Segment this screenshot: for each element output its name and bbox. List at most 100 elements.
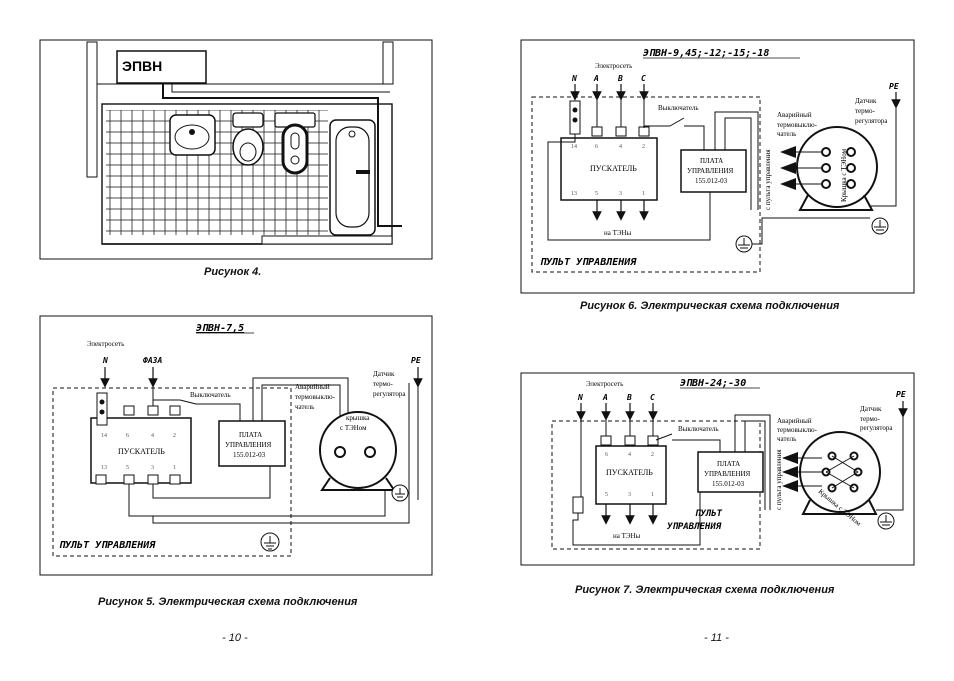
svg-text:A: A [593,74,599,83]
svg-text:Датчик: Датчик [855,97,877,105]
fig5-panel-label: ПУЛЬТ УПРАВЛЕНИЯ [59,540,156,551]
fig5-heater-cover [319,411,397,489]
svg-text:ПЛАТА: ПЛАТА [239,431,262,439]
svg-text:5: 5 [595,191,598,197]
svg-text:155.012-03: 155.012-03 [233,451,266,459]
fig5-n: N [102,356,108,365]
svg-text:термовыклю-: термовыклю- [777,121,818,129]
svg-text:6: 6 [595,144,598,150]
svg-text:Крышка с ТЭНом: Крышка с ТЭНом [840,148,848,202]
svg-text:C: C [641,74,646,83]
fig7-starter [595,445,667,505]
svg-text:4: 4 [628,452,631,458]
fig5-starter-label: ПУСКАТЕЛЬ [118,447,165,456]
svg-text:регулятора: регулятора [860,424,893,432]
fig5-mains: Электросеть [87,340,124,348]
svg-text:с пульта управления: с пульта управления [775,449,783,510]
svg-text:5: 5 [605,492,608,498]
svg-text:B: B [617,74,623,83]
svg-text:3: 3 [619,191,622,197]
svg-text:1: 1 [173,465,176,471]
svg-text:УПРАВЛЕНИЯ: УПРАВЛЕНИЯ [687,167,734,175]
svg-text:крышка: крышка [346,414,370,422]
svg-text:N: N [577,393,583,402]
svg-text:1: 1 [651,492,654,498]
fig7-control-board [697,451,764,493]
fig6-control-board [680,149,747,193]
fig5-control-board [218,420,286,467]
water-heater-box [116,50,207,84]
svg-text:6: 6 [126,433,129,439]
svg-text:ПЛАТА: ПЛАТА [717,460,740,468]
figure5-wiring-diagram: ЭПВН-7,5 Электросеть N ФАЗА PE ПУЛЬТ УПР… [39,315,433,576]
svg-text:ПУСКАТЕЛЬ: ПУСКАТЕЛЬ [606,468,653,477]
fig5-control-panel-area [52,387,292,557]
figure5-caption: Рисунок 5. Электрическая схема подключен… [98,596,358,608]
svg-text:Электросеть: Электросеть [595,62,632,70]
svg-text:с ТЭНом: с ТЭНом [340,424,367,432]
figure4-caption: Рисунок 4. [204,266,262,278]
svg-text:УПРАВЛЕНИЯ: УПРАВЛЕНИЯ [667,522,722,532]
svg-text:с пульта управления: с пульта управления [764,149,772,210]
fig6-control-panel-area [531,96,761,273]
svg-text:1: 1 [642,191,645,197]
svg-text:чатель: чатель [295,403,314,411]
page-number-left: - 10 - [222,632,248,644]
svg-text:термо-: термо- [373,380,393,388]
svg-text:Выключатель: Выключатель [678,425,719,433]
svg-text:чатель: чатель [777,435,796,443]
svg-text:ПУСКАТЕЛЬ: ПУСКАТЕЛЬ [590,164,637,173]
svg-text:ПУЛЬТ: ПУЛЬТ [695,509,723,519]
figure7-caption: Рисунок 7. Электрическая схема подключен… [575,584,835,596]
svg-text:2: 2 [642,144,645,150]
svg-text:Аварийный: Аварийный [777,417,812,425]
svg-text:на ТЭНы: на ТЭНы [604,229,632,237]
svg-text:термовыклю-: термовыклю- [777,426,818,434]
svg-text:термо-: термо- [855,107,875,115]
svg-text:13: 13 [101,465,107,471]
svg-text:на ТЭНы: на ТЭНы [613,532,641,540]
water-heater-label: ЭПВН [122,58,162,74]
svg-text:Электросеть: Электросеть [586,380,623,388]
svg-text:13: 13 [571,191,577,197]
svg-text:2: 2 [651,452,654,458]
fig6-starter [560,137,658,201]
svg-text:C: C [650,393,655,402]
svg-text:A: A [602,393,608,402]
svg-text:4: 4 [151,433,154,439]
svg-text:B: B [626,393,632,402]
svg-text:УПРАВЛЕНИЯ: УПРАВЛЕНИЯ [704,470,751,478]
svg-text:термовыклю-: термовыклю- [295,393,336,401]
svg-text:ПУЛЬТ УПРАВЛЕНИЯ: ПУЛЬТ УПРАВЛЕНИЯ [540,257,637,268]
fig6-heater-cover [796,126,878,208]
svg-text:УПРАВЛЕНИЯ: УПРАВЛЕНИЯ [225,441,272,449]
svg-text:14: 14 [571,144,577,150]
svg-text:2: 2 [173,433,176,439]
svg-text:регулятора: регулятора [855,117,888,125]
svg-text:чатель: чатель [777,130,796,138]
svg-text:N: N [571,74,577,83]
svg-text:3: 3 [151,465,154,471]
fig5-thermo-label: Аварийный [295,383,330,391]
svg-text:155.012-03: 155.012-03 [695,177,728,185]
svg-text:4: 4 [619,144,622,150]
svg-text:PE: PE [889,82,899,91]
svg-text:ЭПВН-24;-30: ЭПВН-24;-30 [680,378,746,389]
svg-text:регулятора: регулятора [373,390,406,398]
svg-text:14: 14 [101,433,107,439]
svg-text:PE: PE [896,390,906,399]
fig6-title: ЭПВН-9,45;-12;-15;-18 [643,48,769,59]
figure4-bathroom-plan: ЭПВН [39,39,433,260]
svg-text:ПЛАТА: ПЛАТА [700,157,723,165]
svg-text:6: 6 [605,452,608,458]
figure7-wiring-diagram: ЭПВН-24;-30 Электросеть N A B C PE ПУЛЬТ… [520,372,915,566]
fig5-title: ЭПВН-7,5 [196,323,244,334]
fig5-phase: ФАЗА [143,356,162,365]
svg-text:термо-: термо- [860,415,880,423]
svg-text:5: 5 [126,465,129,471]
svg-text:Аварийный: Аварийный [777,111,812,119]
fig5-switch-label: Выключатель [190,391,231,399]
svg-text:3: 3 [628,492,631,498]
svg-text:155.012-03: 155.012-03 [712,480,745,488]
